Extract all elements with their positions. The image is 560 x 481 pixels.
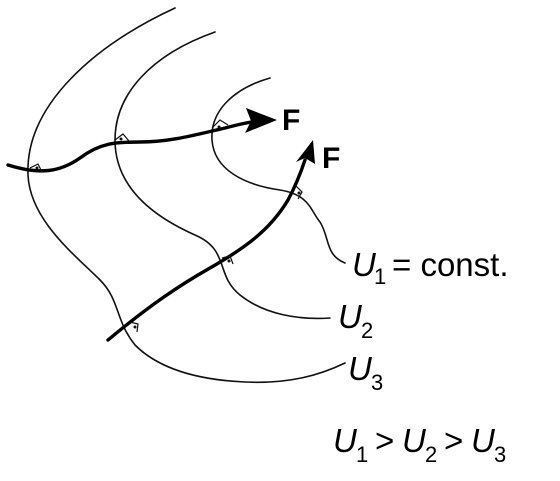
right-angle-markers bbox=[29, 119, 303, 333]
field-line-top bbox=[6, 119, 260, 173]
svg-text:1: 1 bbox=[356, 442, 368, 467]
force-label-top: F bbox=[282, 104, 300, 137]
force-label-right: F bbox=[322, 142, 340, 175]
svg-text:>: > bbox=[444, 422, 463, 459]
svg-text:U: U bbox=[338, 298, 362, 335]
svg-text:U: U bbox=[402, 422, 426, 459]
svg-text:U: U bbox=[333, 422, 357, 459]
svg-text:2: 2 bbox=[361, 318, 373, 343]
svg-text:1: 1 bbox=[374, 264, 386, 289]
contour-u2 bbox=[114, 31, 331, 320]
svg-text:3: 3 bbox=[494, 442, 506, 467]
arrowhead-right bbox=[296, 140, 315, 164]
svg-text:U: U bbox=[348, 350, 372, 387]
svg-text:>: > bbox=[375, 422, 394, 459]
svg-text:3: 3 bbox=[371, 370, 383, 395]
field-line-right bbox=[106, 158, 307, 342]
label-u2: U 2 bbox=[338, 298, 373, 343]
svg-text:= const.: = const. bbox=[392, 246, 508, 283]
label-u3: U 3 bbox=[348, 350, 383, 395]
contour-u3 bbox=[27, 7, 346, 384]
svg-text:2: 2 bbox=[425, 442, 437, 467]
contour-u1 bbox=[211, 77, 346, 264]
arrowhead-top bbox=[245, 108, 277, 133]
svg-text:U: U bbox=[352, 246, 376, 283]
label-u1-const: U 1 = const. bbox=[352, 246, 508, 289]
svg-text:U: U bbox=[471, 422, 495, 459]
label-inequality: U 1 > U 2 > U 3 bbox=[333, 422, 506, 467]
